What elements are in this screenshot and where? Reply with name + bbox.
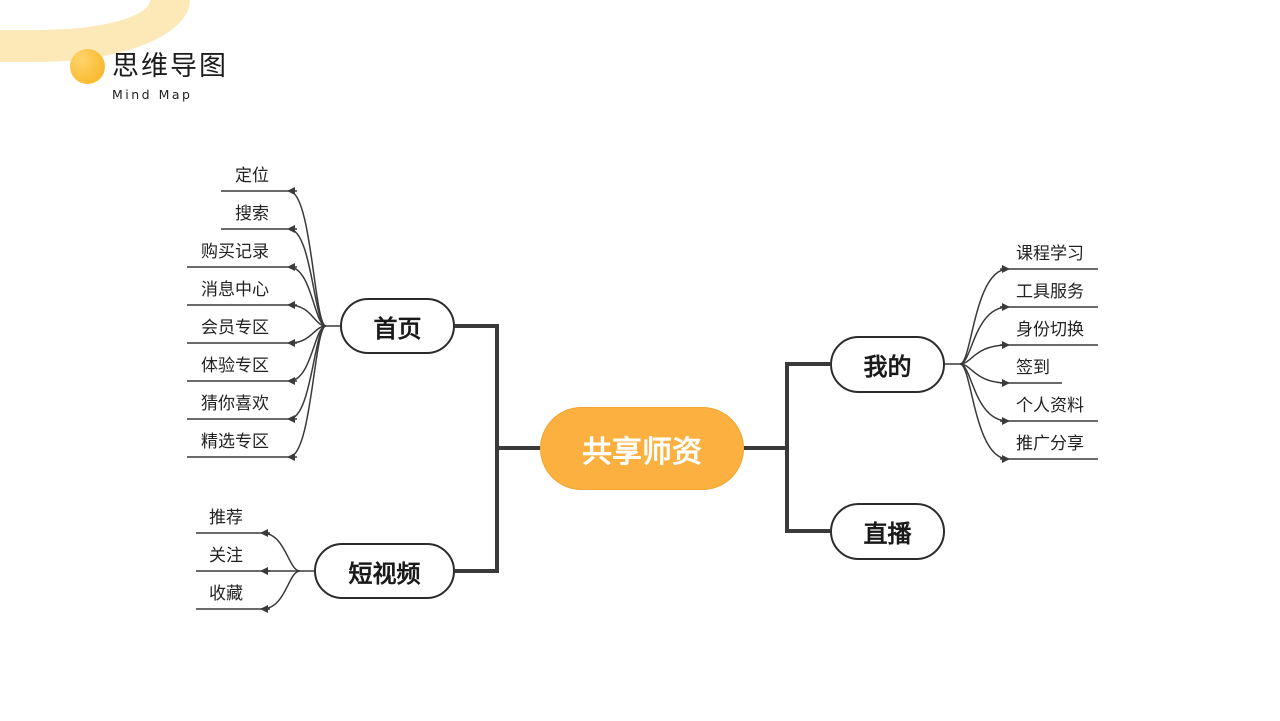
- leaf-node[interactable]: 精选专区: [201, 432, 269, 452]
- leaf-connector-arrow: [287, 301, 327, 327]
- leaf-node[interactable]: 搜索: [235, 204, 269, 224]
- connector-left-bracket: [455, 324, 499, 573]
- leaf-node[interactable]: 个人资料: [1016, 396, 1084, 416]
- leaf-connector-arrow: [959, 363, 1010, 463]
- leaf-connector-arrow: [287, 325, 327, 423]
- connector-right-bracket: [785, 362, 830, 533]
- leaf-node[interactable]: 定位: [235, 166, 269, 186]
- leaf-node[interactable]: 体验专区: [201, 356, 269, 376]
- leaf-connector-arrow: [287, 187, 327, 327]
- leaf-lines-group: [187, 187, 1098, 613]
- leaf-node[interactable]: 签到: [1016, 358, 1050, 378]
- leaf-node[interactable]: 身份切换: [1016, 320, 1084, 340]
- branch-node-label: 短视频: [348, 559, 421, 588]
- leaf-connector-arrow: [260, 529, 301, 572]
- leaf-node[interactable]: 收藏: [209, 584, 243, 604]
- branch-node-label: 我的: [863, 353, 912, 381]
- leaf-connector-arrow: [959, 303, 1010, 365]
- leaf-connector-arrow: [959, 341, 1010, 365]
- leaf-connector-arrow: [287, 325, 327, 461]
- leaf-connector-arrow: [287, 263, 327, 327]
- logo-dot-icon: [70, 49, 105, 84]
- leaf-connector-arrow: [959, 363, 1010, 425]
- branch-node-mine[interactable]: 我的: [830, 336, 945, 393]
- leaf-node[interactable]: 课程学习: [1016, 244, 1084, 264]
- leaf-node[interactable]: 推荐: [209, 508, 243, 528]
- leaf-connector-arrow: [260, 570, 301, 613]
- branch-node-home[interactable]: 首页: [340, 298, 455, 354]
- root-node-label: 共享师资: [582, 434, 702, 470]
- branch-node-live[interactable]: 直播: [830, 503, 945, 560]
- branch-node-label: 首页: [373, 314, 422, 343]
- leaf-node[interactable]: 关注: [209, 546, 243, 566]
- branch-node-label: 直播: [863, 520, 912, 548]
- leaf-node[interactable]: 消息中心: [201, 280, 269, 300]
- leaf-node[interactable]: 猜你喜欢: [201, 394, 269, 414]
- branch-node-short-video[interactable]: 短视频: [314, 543, 455, 599]
- leaf-node[interactable]: 会员专区: [201, 318, 269, 338]
- leaf-node[interactable]: 工具服务: [1016, 282, 1084, 302]
- page-title: 思维导图: [112, 51, 228, 82]
- leaf-connector-arrow: [959, 265, 1010, 365]
- leaf-node[interactable]: 推广分享: [1016, 434, 1084, 454]
- leaf-connector-arrow: [287, 225, 327, 327]
- leaf-node[interactable]: 购买记录: [201, 242, 269, 262]
- page-subtitle: Mind Map: [112, 87, 193, 102]
- root-node[interactable]: 共享师资: [540, 407, 744, 490]
